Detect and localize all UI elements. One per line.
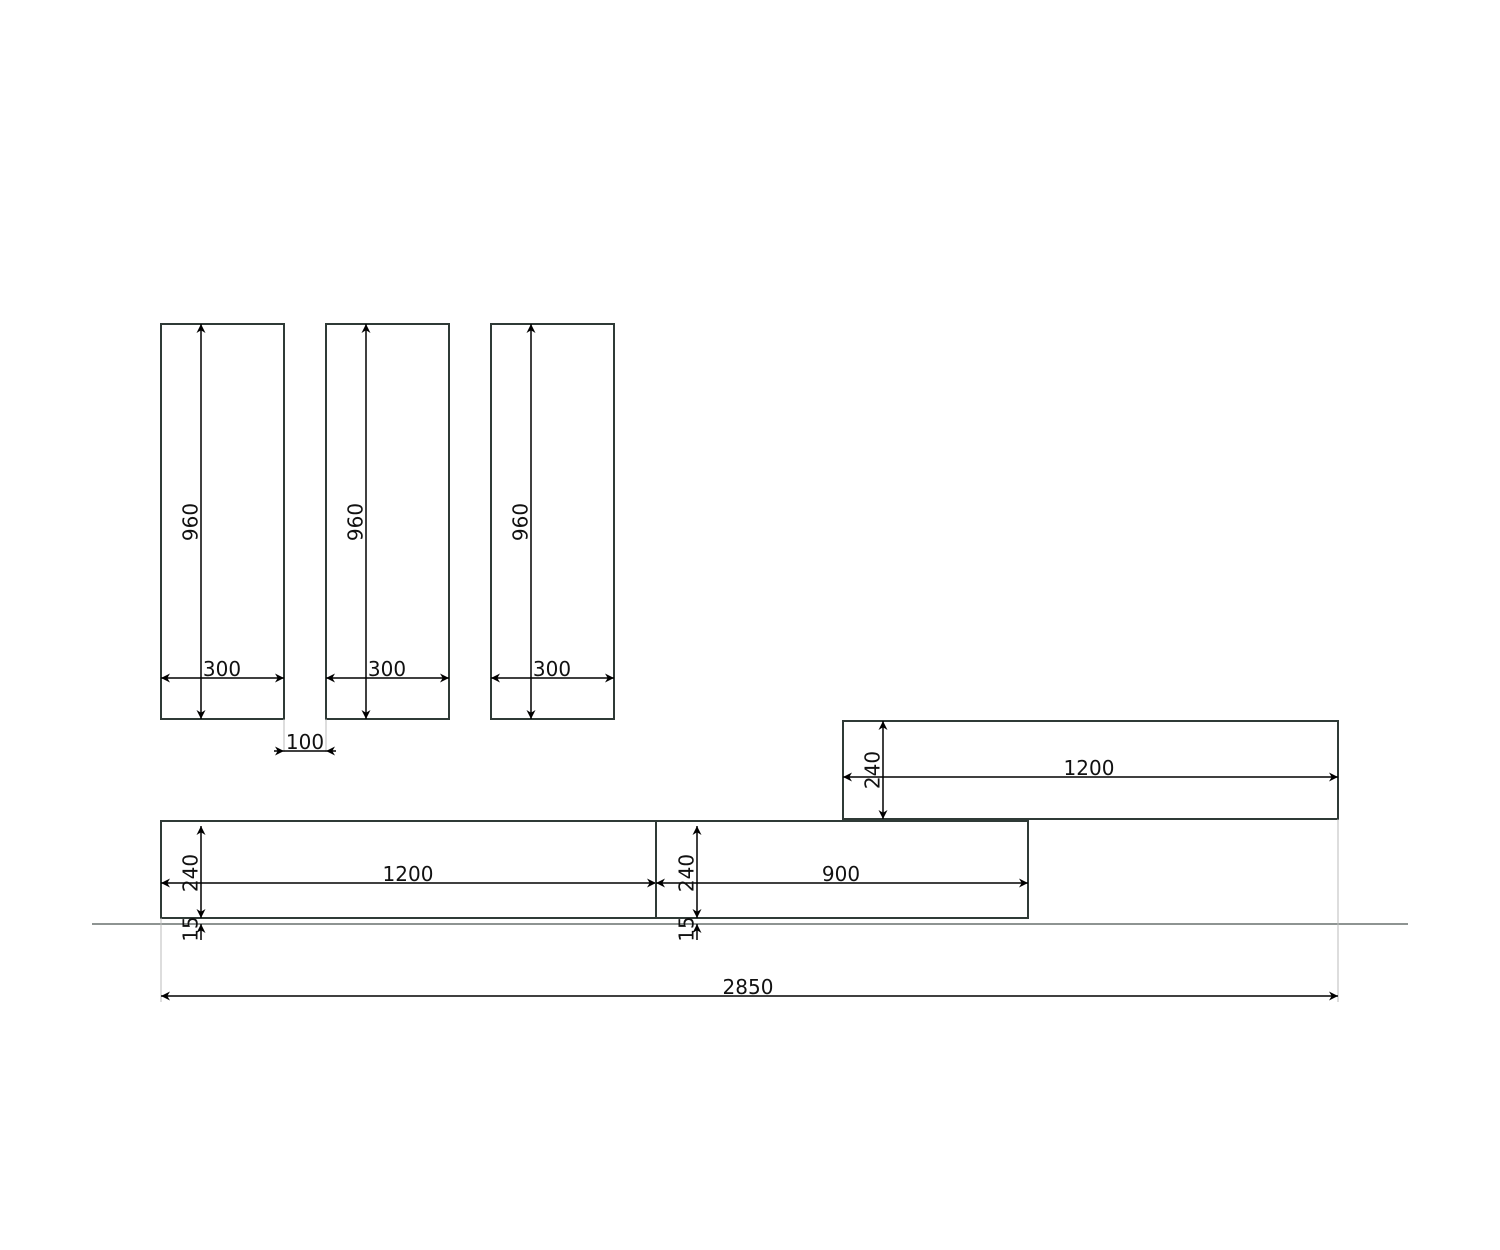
width-label: 1200	[1064, 756, 1115, 780]
width-label: 300	[533, 657, 571, 681]
height-label: 960	[179, 503, 203, 541]
floor-gap-label: 15	[179, 916, 203, 941]
low-unit-1: 240 1200 15	[160, 820, 657, 942]
width-label: 300	[368, 657, 406, 681]
width-label: 300	[203, 657, 241, 681]
height-label: 240	[179, 854, 203, 892]
tall-panel-2: 960 300	[325, 323, 450, 720]
low-unit-2: 240 900 15	[655, 820, 1029, 942]
tall-panel-3: 960 300	[490, 323, 615, 720]
overall-width-label: 2850	[723, 975, 774, 999]
height-label: 240	[861, 751, 885, 789]
tall-panel-1: 960 300	[160, 323, 285, 720]
width-label: 1200	[383, 862, 434, 886]
floor-gap-label: 15	[675, 916, 699, 941]
height-label: 960	[509, 503, 533, 541]
height-label: 960	[344, 503, 368, 541]
overall-width-dimension: 2850	[160, 819, 1339, 1002]
gap-label: 100	[286, 730, 324, 754]
height-label: 240	[675, 854, 699, 892]
gap-dimension: 100	[274, 719, 336, 756]
width-label: 900	[822, 862, 860, 886]
upper-unit: 240 1200	[842, 720, 1339, 820]
